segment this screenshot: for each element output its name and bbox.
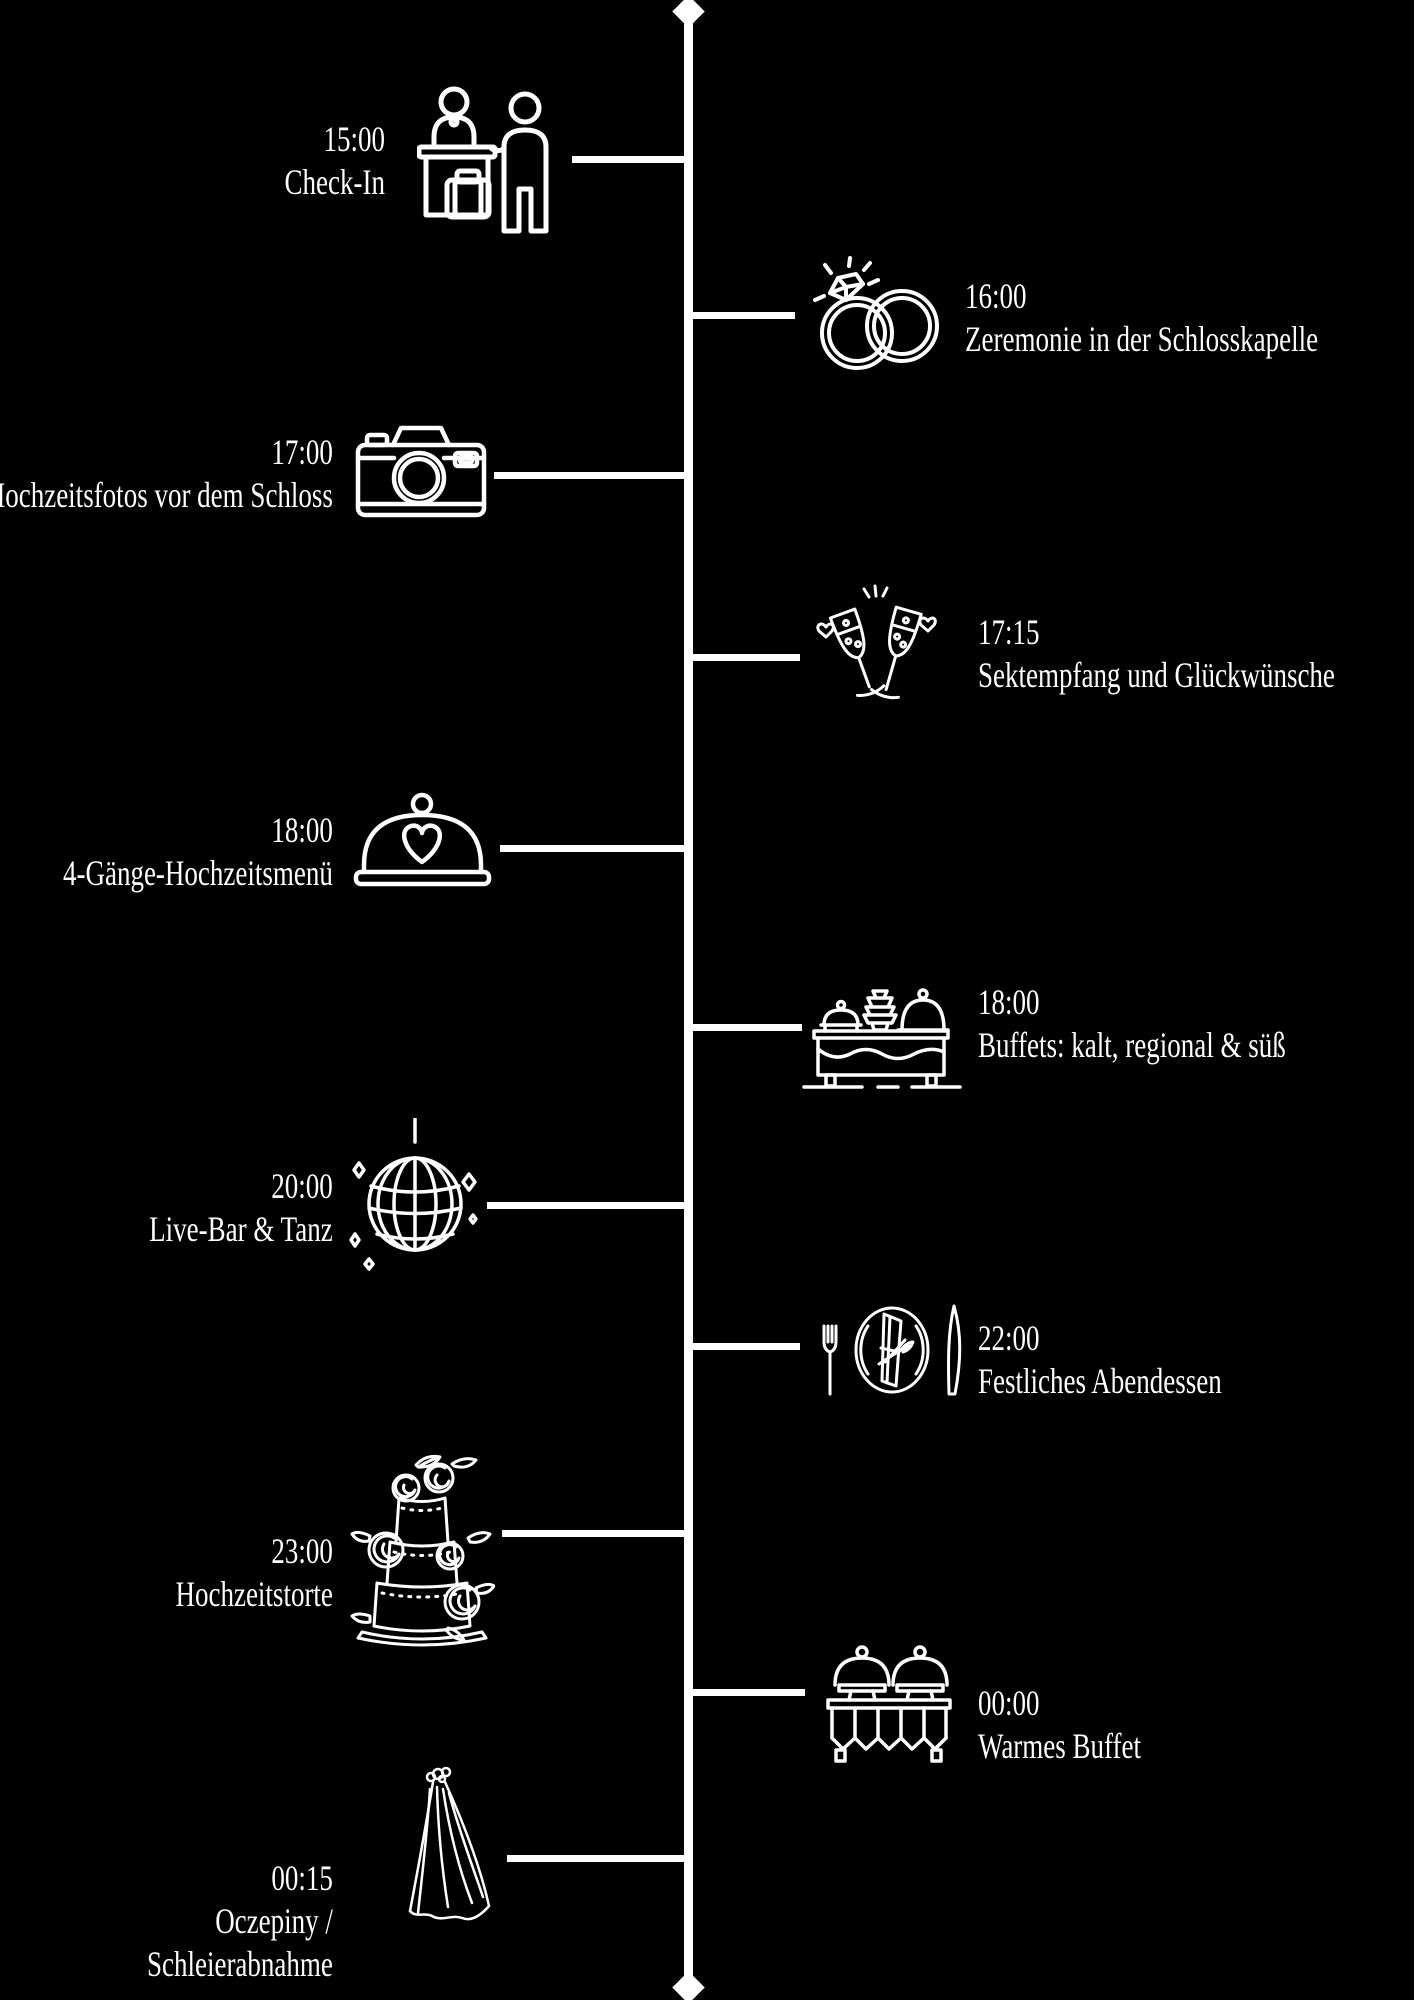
- event-warmes-buffet: 00:00 Warmes Buffet: [978, 1682, 1141, 1768]
- champagne-glasses-icon: [812, 583, 942, 738]
- event-time: 23:00: [271, 1531, 333, 1571]
- event-oczepiny: 00:15 Oczepiny / Schleierabnahme: [147, 1857, 333, 1986]
- event-time: 15:00: [323, 119, 385, 159]
- wedding-cake-icon: [350, 1450, 495, 1655]
- event-abendessen: 22:00 Festliches Abendessen: [978, 1317, 1222, 1403]
- event-buffets: 18:00 Buffets: kalt, regional & süß: [978, 981, 1286, 1067]
- connector-line: [688, 1689, 805, 1696]
- connector-line: [507, 1855, 690, 1862]
- connector-line: [688, 1024, 802, 1031]
- event-time: 00:00: [978, 1683, 1040, 1723]
- event-checkin: 15:00 Check-In: [285, 118, 385, 204]
- event-label: Festliches Abendessen: [978, 1361, 1222, 1401]
- timeline-end-diamond-icon: [672, 1971, 705, 2000]
- event-time: 18:00: [978, 982, 1040, 1022]
- event-time: 18:00: [271, 810, 333, 850]
- event-time: 22:00: [978, 1318, 1040, 1358]
- timeline-start-diamond-icon: [672, 0, 705, 28]
- check-in-desk-icon: [417, 85, 565, 237]
- connector-line: [494, 472, 690, 479]
- camera-icon: [355, 420, 487, 533]
- buffet-table-icon: [802, 983, 962, 1090]
- bridal-veil-icon: [375, 1765, 500, 1945]
- event-time: 17:00: [271, 432, 333, 472]
- event-hochzeitsmenu: 18:00 4-Gänge-Hochzeitsmenü: [63, 809, 333, 895]
- event-zeremonie: 16:00 Zeremonie in der Schlosskapelle: [965, 275, 1318, 361]
- event-label: Sektempfang und Glückwünsche: [978, 655, 1335, 695]
- event-label: Zeremonie in der Schlosskapelle: [965, 319, 1319, 359]
- event-label: 4-Gänge-Hochzeitsmenü: [63, 853, 333, 893]
- event-label: Live-Bar & Tanz: [149, 1209, 333, 1249]
- event-label: Check-In: [284, 162, 385, 202]
- event-time: 00:15: [271, 1858, 333, 1898]
- dinner-plate-icon: [815, 1298, 970, 1400]
- event-sektempfang: 17:15 Sektempfang und Glückwünsche: [978, 611, 1335, 697]
- event-label: Hochzeitstorte: [175, 1574, 333, 1614]
- event-label: Hochzeitsfotos vor dem Schloss: [0, 475, 333, 515]
- event-label: Buffets: kalt, regional & süß: [978, 1025, 1286, 1065]
- timeline-spine: [684, 10, 693, 1990]
- event-time: 17:15: [978, 612, 1040, 652]
- connector-line: [500, 845, 690, 852]
- event-livebar-tanz: 20:00 Live-Bar & Tanz: [149, 1165, 333, 1251]
- connector-line: [688, 312, 795, 319]
- event-label: Oczepiny /: [215, 1901, 333, 1941]
- connector-line: [487, 1202, 690, 1209]
- event-hochzeitsfotos: 17:00 Hochzeitsfotos vor dem Schloss: [0, 431, 333, 517]
- event-label: Warmes Buffet: [978, 1726, 1142, 1766]
- disco-ball-icon: [345, 1118, 480, 1295]
- connector-line: [502, 1530, 690, 1537]
- connector-line: [688, 654, 800, 661]
- event-label-line2: Schleierabnahme: [147, 1944, 333, 1984]
- cloche-heart-icon: [352, 785, 493, 895]
- event-time: 16:00: [965, 276, 1027, 316]
- warm-buffet-icon: [818, 1637, 960, 1763]
- connector-line: [572, 156, 690, 163]
- connector-line: [688, 1343, 800, 1350]
- event-hochzeitstorte: 23:00 Hochzeitstorte: [176, 1530, 333, 1616]
- event-time: 20:00: [271, 1166, 333, 1206]
- wedding-rings-icon: [805, 253, 950, 377]
